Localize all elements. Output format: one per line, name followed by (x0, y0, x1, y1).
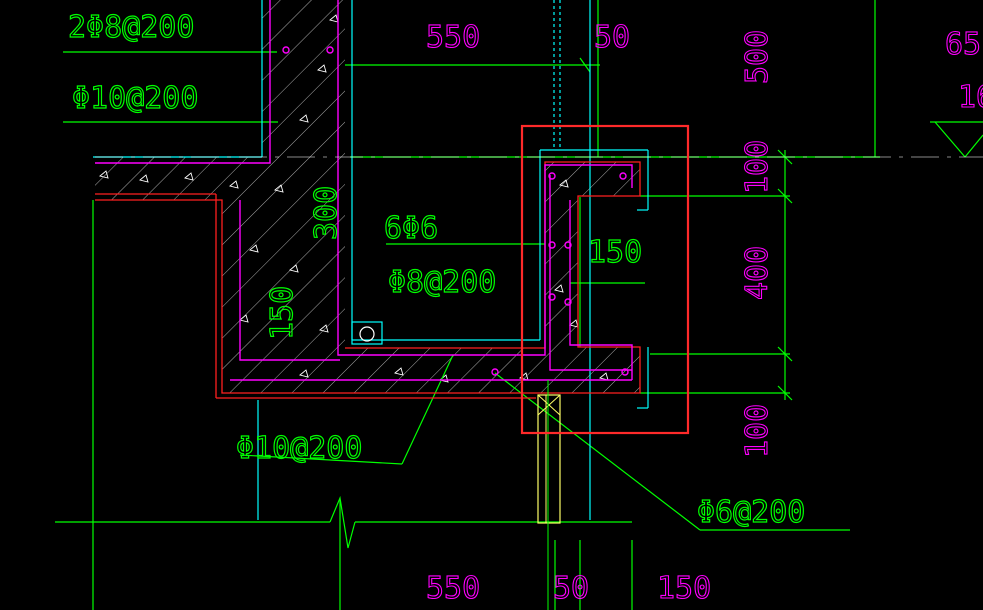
dim-right-500: 500 (740, 30, 775, 84)
highlight-box (520, 124, 690, 435)
label-phi10-bottom: Φ10@200 (236, 431, 362, 466)
dim-wall-300: 300 (309, 186, 344, 240)
dim-top-550: 550 (426, 20, 480, 55)
label-phi10-top: Φ10@200 (72, 81, 198, 116)
concrete-wall-and-slab (95, 0, 640, 393)
rebar-labels: 2Φ8@200 Φ10@200 6Φ6 Φ8@200 Φ10@200 Φ6@20… (67, 9, 806, 530)
dim-top-50: 50 (594, 20, 630, 55)
dim-ledge-150: 150 (588, 235, 642, 270)
label-phi8: Φ8@200 (388, 265, 496, 300)
dim-right-100-top: 100 (740, 140, 775, 194)
dim-bottom-50: 50 (553, 571, 589, 606)
cladding-post (537, 0, 561, 610)
aggregate-marks (99, 14, 609, 383)
drain-pipe-symbol (359, 326, 375, 342)
dim-right-400: 400 (740, 246, 775, 300)
label-2phi8: 2Φ8@200 (68, 10, 194, 45)
rebar-lines (95, 0, 633, 381)
dim-elev-top: 65. (945, 27, 983, 62)
label-phi6: Φ6@200 (697, 495, 805, 530)
dim-bottom-550: 550 (426, 571, 480, 606)
concrete-section (95, 0, 640, 393)
dim-right-100-bottom: 100 (740, 404, 775, 458)
dim-slab-150: 150 (265, 286, 300, 340)
dim-bottom-150: 150 (657, 571, 711, 606)
dimension-labels: 550 50 500 100 400 100 65. 16 300 150 15… (264, 19, 983, 606)
label-6phi6: 6Φ6 (384, 211, 438, 246)
dim-elev-sub: 16 (958, 80, 983, 115)
